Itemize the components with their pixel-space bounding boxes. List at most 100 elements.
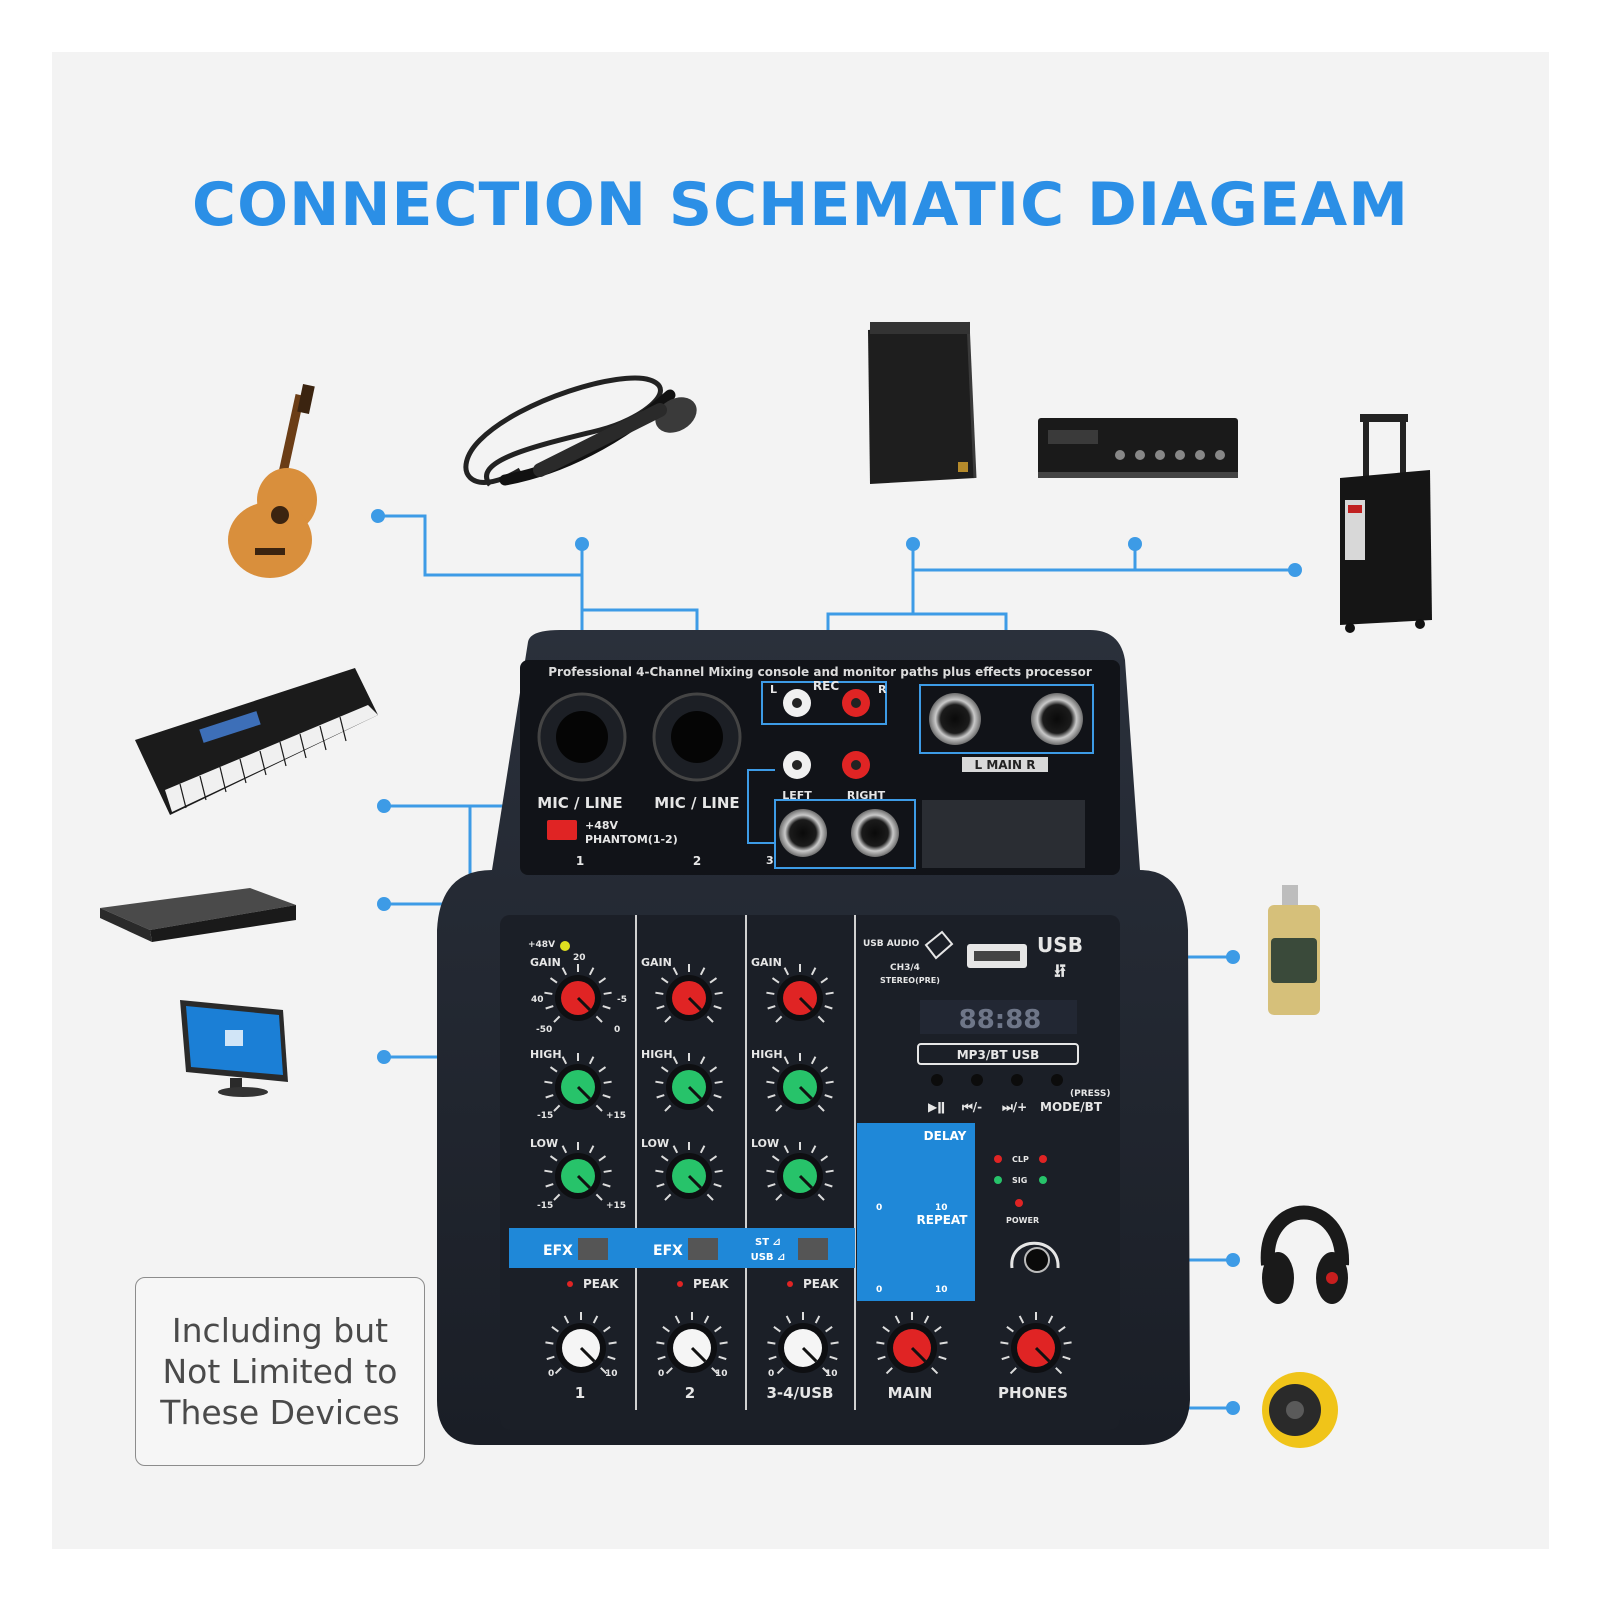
low-tick-1-max: +15 bbox=[606, 1201, 626, 1211]
rec-right: R bbox=[878, 683, 887, 696]
channel-label-2: 2 bbox=[685, 1384, 695, 1402]
next-label: ⏭/+ bbox=[1002, 1100, 1027, 1114]
main-out-label: L MAIN R bbox=[975, 758, 1036, 772]
note-text: Including but Not Limited to These Devic… bbox=[160, 1311, 400, 1432]
player-badge bbox=[917, 1043, 1079, 1065]
channel-label-3: 3-4/USB bbox=[767, 1384, 834, 1402]
effects-panel bbox=[857, 1123, 975, 1301]
left-label: LEFT bbox=[782, 789, 812, 802]
delay-max: 10 bbox=[935, 1203, 948, 1213]
gain-knob-1[interactable] bbox=[544, 964, 612, 1023]
efx-label-1: EFX bbox=[543, 1243, 573, 1259]
main-knob[interactable] bbox=[876, 1312, 948, 1375]
high-label-3: HIGH bbox=[751, 1048, 783, 1061]
input-label-2: MIC / LINE bbox=[654, 794, 739, 812]
mixer: Professional 4-Channel Mixing console an… bbox=[437, 630, 1190, 1445]
main-out-outline bbox=[919, 684, 1094, 754]
input-number-1: 1 bbox=[576, 854, 584, 868]
low-knob-3[interactable] bbox=[766, 1142, 834, 1201]
play-button[interactable] bbox=[931, 1074, 943, 1086]
ch34-outline bbox=[774, 799, 916, 869]
right-label: RIGHT bbox=[847, 789, 886, 802]
usb-symbol-icon: ⭿ bbox=[1054, 961, 1066, 982]
usb-label: USB ⊿ bbox=[751, 1252, 786, 1263]
peak-led-2 bbox=[677, 1281, 683, 1287]
delay-label: DELAY bbox=[924, 1129, 967, 1143]
usb-display-value: 88:88 bbox=[959, 1005, 1042, 1035]
phones-jack[interactable] bbox=[1024, 1247, 1050, 1273]
peak-led-1 bbox=[567, 1281, 573, 1287]
gain-tick-1-left: 40 bbox=[531, 995, 544, 1005]
volume-knob-3[interactable] bbox=[767, 1312, 839, 1375]
power-led bbox=[1015, 1199, 1023, 1207]
efx-label-2: EFX bbox=[653, 1243, 683, 1259]
guitar-icon bbox=[228, 384, 317, 578]
volume-knob-2[interactable] bbox=[656, 1312, 728, 1375]
repeat-max: 10 bbox=[935, 1285, 948, 1295]
play-label: ▶ǁ bbox=[928, 1100, 945, 1114]
mixer-header: Professional 4-Channel Mixing console an… bbox=[548, 665, 1092, 679]
rec-left: L bbox=[770, 683, 777, 696]
usb-audio-icon bbox=[924, 930, 954, 960]
microphone-icon bbox=[463, 375, 697, 487]
bluetooth-speaker-icon bbox=[1262, 1372, 1338, 1448]
st-usb-button[interactable] bbox=[798, 1238, 828, 1260]
phantom-led bbox=[560, 941, 570, 951]
gain-knob-2[interactable] bbox=[655, 964, 723, 1023]
rec-label: REC bbox=[813, 679, 839, 693]
high-knob-2[interactable] bbox=[655, 1053, 723, 1112]
headphones-icon bbox=[1260, 1205, 1350, 1304]
phones-label: PHONES bbox=[998, 1384, 1068, 1402]
phones-knob[interactable] bbox=[1000, 1312, 1072, 1375]
fader-tick-max-1: 10 bbox=[605, 1369, 618, 1379]
high-knob-3[interactable] bbox=[766, 1053, 834, 1112]
high-knob-1[interactable] bbox=[544, 1053, 612, 1112]
gain-tick-1-right: -5 bbox=[617, 995, 627, 1005]
bluetooth-line bbox=[1181, 1260, 1233, 1410]
volume-knob-1[interactable] bbox=[545, 1312, 617, 1375]
prev-label: ⏮/- bbox=[962, 1100, 982, 1114]
usb-route-label: CH3/4 bbox=[890, 963, 920, 973]
peak-label-3: PEAK bbox=[803, 1277, 839, 1291]
main-out-jack-right bbox=[1031, 693, 1083, 745]
efx-strip bbox=[509, 1228, 855, 1268]
high-tick-1-max: +15 bbox=[606, 1111, 626, 1121]
main-label: MAIN bbox=[888, 1384, 933, 1402]
usb-drive-icon bbox=[1268, 885, 1320, 1015]
speaker-bus bbox=[911, 544, 1295, 572]
peak-led-3 bbox=[787, 1281, 793, 1287]
channel-label-1: 1 bbox=[575, 1384, 585, 1402]
next-button[interactable] bbox=[1011, 1074, 1023, 1086]
gain-knob-3[interactable] bbox=[766, 964, 834, 1023]
fader-tick-max-3: 10 bbox=[825, 1369, 838, 1379]
usb-display bbox=[920, 1000, 1077, 1034]
page-title: CONNECTION SCHEMATIC DIAGEAM bbox=[192, 170, 1409, 240]
fader-tick-min-3: 0 bbox=[768, 1369, 774, 1379]
efx-button-1[interactable] bbox=[578, 1238, 608, 1260]
fader-tick-min-2: 0 bbox=[658, 1369, 664, 1379]
mode-button[interactable] bbox=[1051, 1074, 1063, 1086]
gain-tick-1-top: 20 bbox=[573, 953, 586, 963]
low-label-1: LOW bbox=[530, 1137, 558, 1150]
prev-button[interactable] bbox=[971, 1074, 983, 1086]
low-label-2: LOW bbox=[641, 1137, 669, 1150]
fader-tick-max-2: 10 bbox=[715, 1369, 728, 1379]
rec-outline bbox=[761, 681, 887, 725]
gain-tick-1-min: -50 bbox=[536, 1025, 552, 1035]
main-out-jack-left bbox=[929, 693, 981, 745]
fader-tick-min-1: 0 bbox=[548, 1369, 554, 1379]
peak-label-2: PEAK bbox=[693, 1277, 729, 1291]
low-knob-2[interactable] bbox=[655, 1142, 723, 1201]
amplifier-icon bbox=[1038, 418, 1238, 478]
phantom-switch[interactable] bbox=[547, 820, 577, 840]
gain-label-1: GAIN bbox=[530, 956, 561, 969]
low-label-3: LOW bbox=[751, 1137, 779, 1150]
efx-button-2[interactable] bbox=[688, 1238, 718, 1260]
usb-audio-label: USB AUDIO bbox=[863, 939, 920, 949]
press-label: (PRESS) bbox=[1070, 1089, 1110, 1099]
phantom-voltage: +48V bbox=[585, 819, 619, 832]
low-knob-1[interactable] bbox=[544, 1142, 612, 1201]
repeat-label: REPEAT bbox=[917, 1213, 969, 1227]
keyboard-icon bbox=[135, 668, 378, 815]
computer-icon bbox=[180, 1000, 288, 1097]
